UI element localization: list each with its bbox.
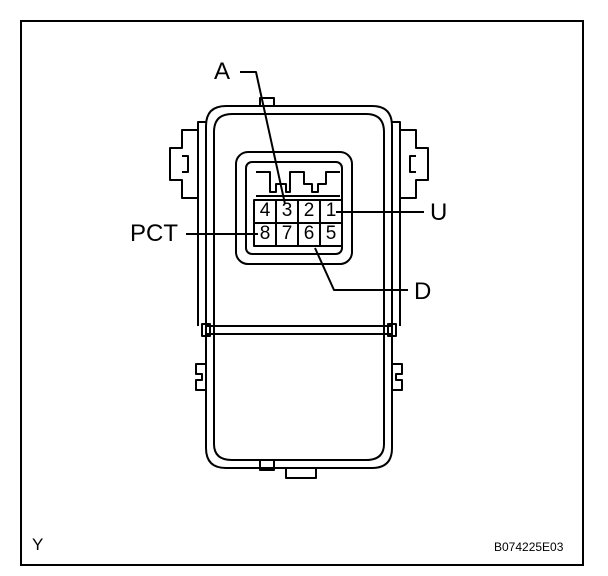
pin-1: 1 [325,200,337,221]
connector-shroud [235,151,353,265]
leader-d [314,247,408,291]
pin-2: 2 [303,200,315,221]
top-notch [259,97,275,106]
right-clip-detail [409,155,416,173]
pin-4: 4 [259,200,271,221]
label-a: A [214,58,231,85]
bottom-tab [285,468,317,479]
leader-a [240,71,286,205]
right-hook [392,363,403,391]
pin-8: 8 [259,223,271,244]
pin-5: 5 [325,223,337,244]
right-split-tab [387,323,397,337]
figure-frame [20,20,584,566]
bottom-notch [259,460,275,471]
label-pct: PCT [130,220,178,247]
label-d: D [414,278,432,305]
sensor-housing-outline [205,105,393,469]
left-clip-detail [182,155,189,173]
right-clip [400,129,429,199]
pin-6: 6 [303,223,315,244]
corner-letter: Y [32,535,44,554]
connector-latch-slots [256,171,340,193]
label-u: U [430,199,448,226]
left-split-tab [201,323,211,337]
left-clip [169,129,198,199]
pin-3: 3 [281,200,293,221]
left-hook [195,363,206,391]
side-lip [197,121,401,326]
housing-split-line [206,325,392,335]
sensor-housing-inner [213,113,385,461]
pin-7: 7 [281,223,293,244]
figure-id: B074225E03 [494,540,564,554]
